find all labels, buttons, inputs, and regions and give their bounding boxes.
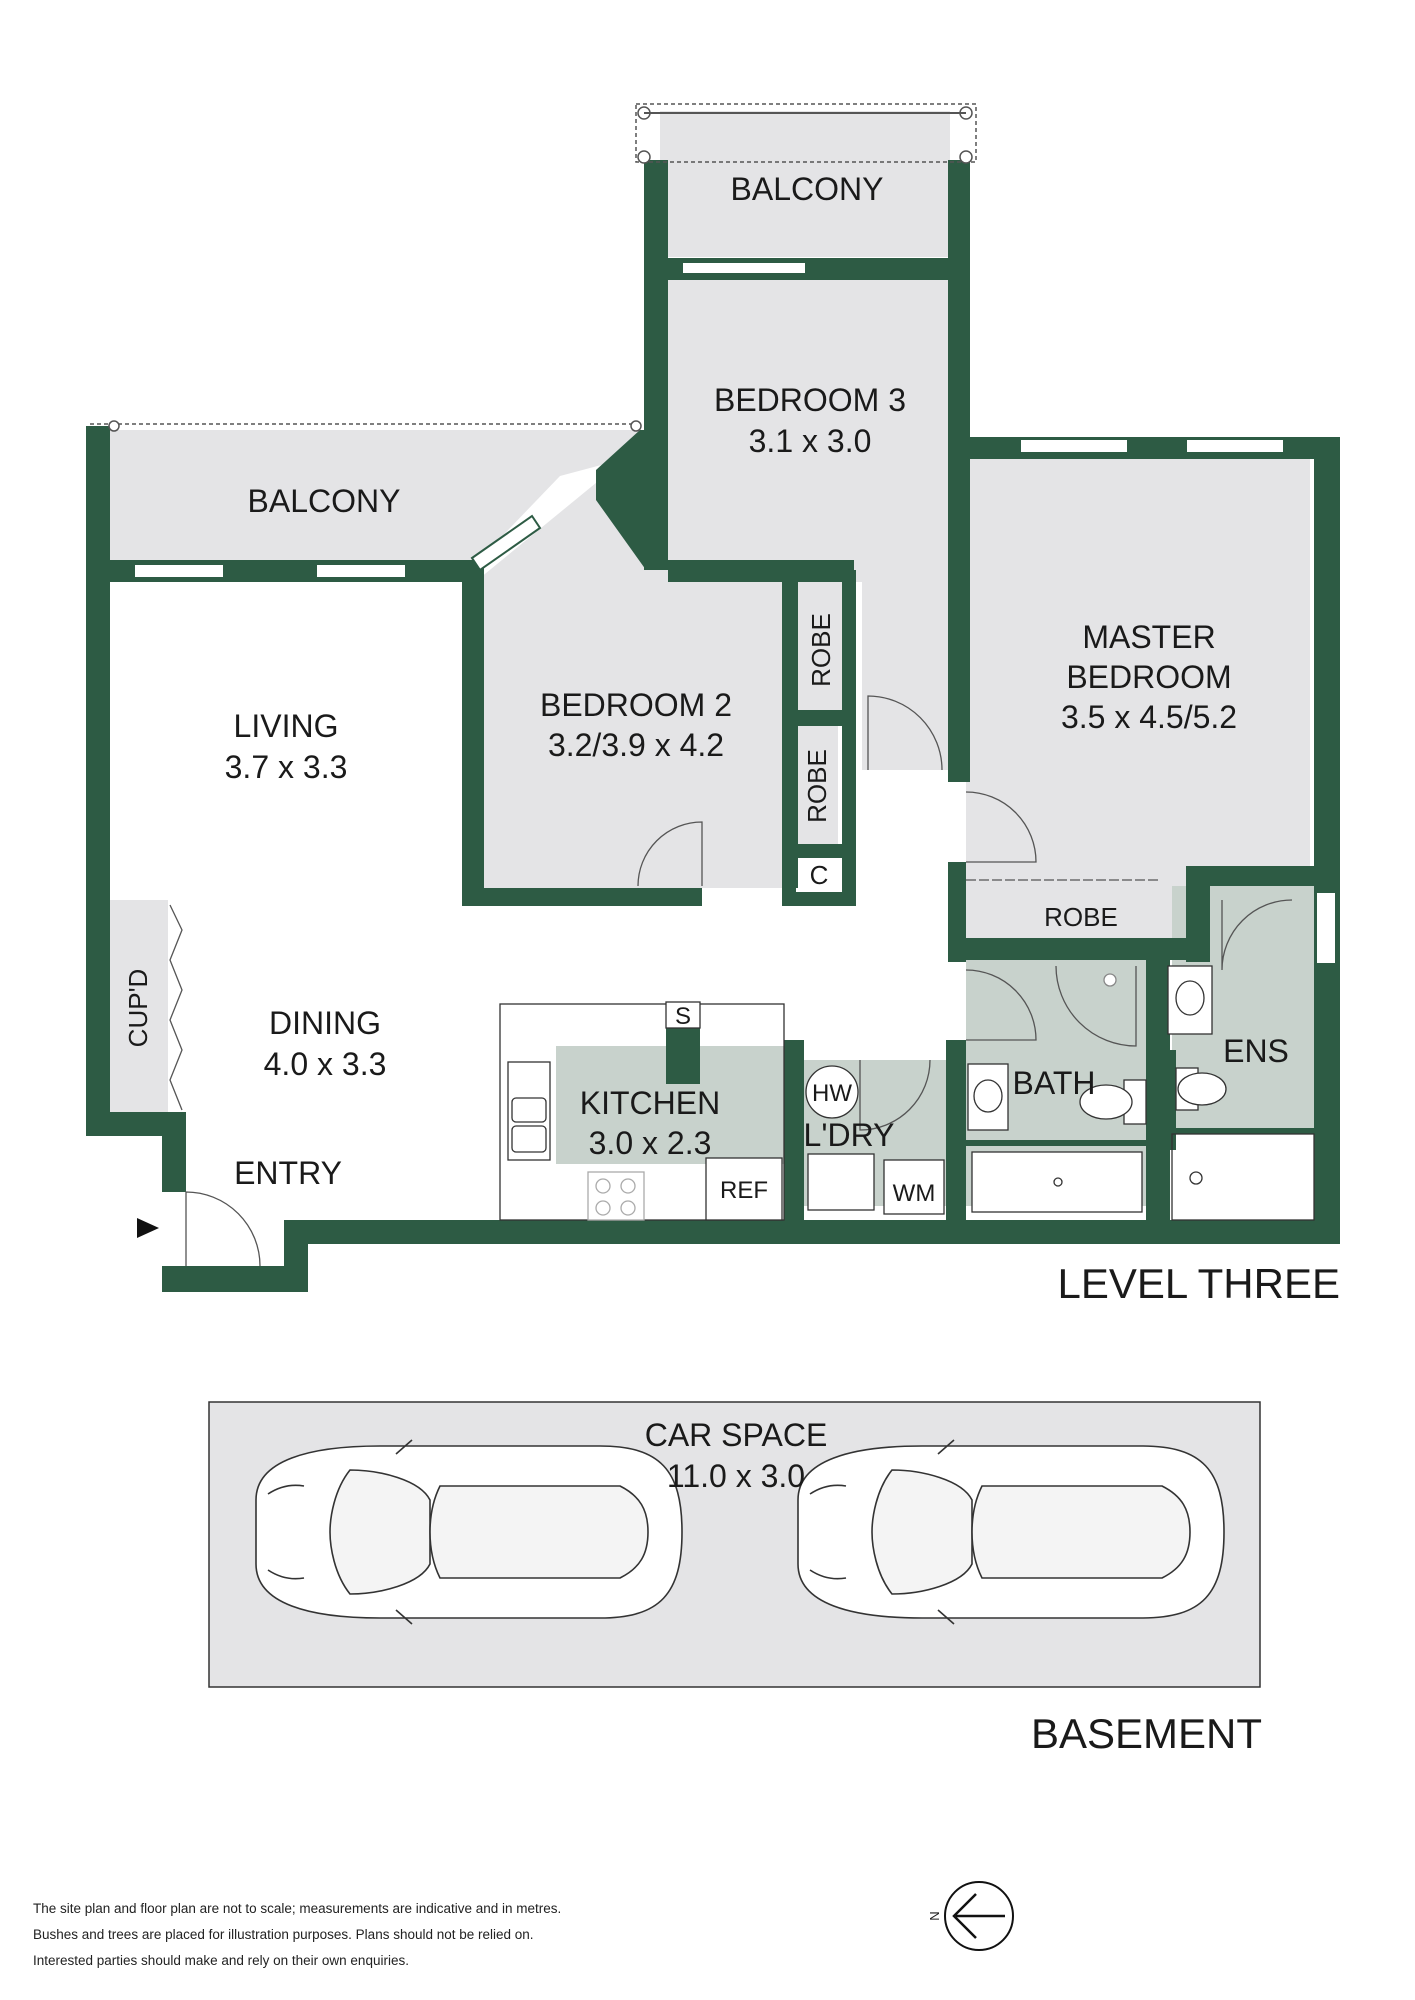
dining-size: 4.0 x 3.3 [264,1046,387,1082]
balustrades [90,103,977,425]
hot-water-unit [805,1065,859,1119]
kitchen-label: KITCHEN [580,1085,720,1121]
robe-master-label: ROBE [1044,902,1118,932]
balcony-left-area [110,430,640,578]
bath-label: BATH [1013,1065,1096,1101]
living-size: 3.7 x 3.3 [225,749,348,785]
ens-shower [1171,1133,1315,1221]
compass-north-label: N [927,1911,942,1920]
ref-label: REF [720,1177,768,1204]
compass-icon [944,1881,1014,1951]
disclaimer-line-2: Bushes and trees are placed for illustra… [33,1927,534,1942]
labels: BALCONY BALCONY BEDROOM 3 3.1 x 3.0 MAST… [123,171,1340,1757]
robe-a-label: ROBE [806,613,836,687]
master-bedroom-area [966,457,1310,880]
master-label-2: BEDROOM [1066,659,1231,695]
cupboard-c-label: C [810,860,829,890]
bedroom2-label: BEDROOM 2 [540,687,732,723]
compass: N [927,1881,1014,1951]
windows [133,261,1337,965]
car-right [797,1439,1225,1625]
robe-master-area [966,872,1196,938]
balcony-top-label: BALCONY [731,171,884,207]
shower-head [1103,973,1117,987]
cooktop [587,1171,645,1221]
car-space-size: 11.0 x 3.0 [667,1458,805,1494]
dining-label: DINING [269,1005,381,1041]
cupd-label: CUP'D [123,969,153,1048]
disclaimer-line-3: Interested parties should make and rely … [33,1953,409,1968]
doors [185,695,1293,1267]
level-three-label: LEVEL THREE [1058,1260,1340,1307]
hw-label: HW [812,1080,852,1107]
bedroom3-size: 3.1 x 3.0 [749,423,872,459]
wm-label: WM [893,1180,936,1207]
disclaimer-line-1: The site plan and floor plan are not to … [33,1901,562,1916]
master-label-1: MASTER [1082,619,1215,655]
master-size: 3.5 x 4.5/5.2 [1061,699,1237,735]
entry-arrow-icon [137,1218,159,1238]
north-arrow-icon [952,1893,1005,1939]
cupboard-doors [169,904,183,1111]
robe-b-area [798,726,838,844]
entry-label: ENTRY [234,1155,342,1191]
balustrade-posts [108,106,973,432]
fridge [705,1157,783,1221]
cupboard-area [108,900,168,1116]
balcony-top-area [660,111,950,257]
bedroom2-size: 3.2/3.9 x 4.2 [548,727,724,763]
car-left [255,1439,683,1625]
car-space-label: CAR SPACE [645,1417,828,1453]
basement-label: BASEMENT [1031,1710,1262,1757]
robe-a-area [798,582,842,710]
bedroom3-area [668,280,948,770]
s-label: S [675,1003,691,1030]
walls [86,160,1340,1292]
robe-b-label: ROBE [802,749,832,823]
kitchen-size: 3.0 x 2.3 [589,1125,712,1161]
living-label: LIVING [234,708,339,744]
bedroom3-label: BEDROOM 3 [714,382,906,418]
washing-machine [883,1159,945,1215]
laundry-tub [807,1153,875,1211]
balcony-left-label: BALCONY [248,483,401,519]
ens-label: ENS [1223,1033,1289,1069]
laundry-label: L'DRY [804,1117,895,1153]
disclaimer: The site plan and floor plan are not to … [33,1896,733,1974]
fixtures [169,904,1315,1221]
s-cabinet [665,1001,701,1029]
